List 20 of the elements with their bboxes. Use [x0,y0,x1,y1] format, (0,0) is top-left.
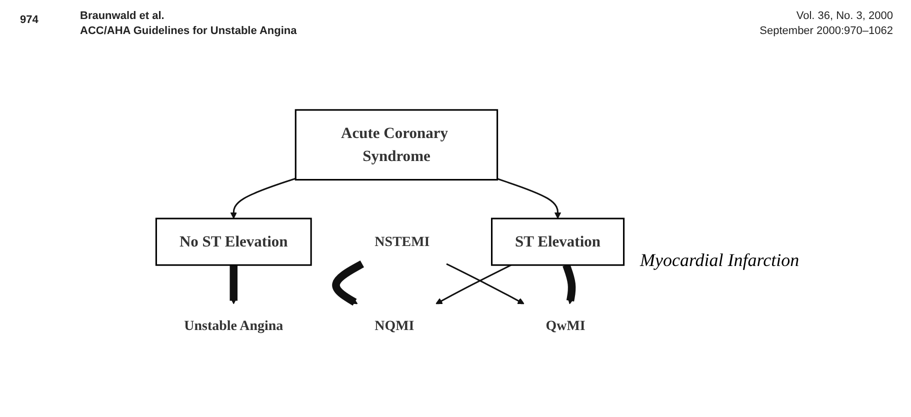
node-text: NSTEMI [374,234,430,250]
journal-volume: Vol. 36, No. 3, 2000 [796,10,893,22]
running-title: ACC/AHA Guidelines for Unstable Angina [80,25,297,37]
node-text: Unstable Angina [184,318,284,334]
journal-date: September 2000:970–1062 [760,25,893,37]
arrow [436,264,512,304]
arrow [497,178,562,219]
arrow [562,264,576,304]
group-heading: Myocardial Infarction [640,250,800,271]
node-text: NQMI [374,318,414,334]
arrow [332,260,364,306]
author-line: Braunwald et al. [80,10,164,22]
arrow [230,264,238,304]
node-box: Acute Coronary Syndrome [294,109,498,181]
node-box: No ST Elevation [155,218,312,266]
node-text: QwMI [546,318,586,334]
node-box: ST Elevation [491,218,625,266]
arrow [230,178,296,219]
page-number: 974 [20,14,38,26]
arrow [446,263,524,304]
